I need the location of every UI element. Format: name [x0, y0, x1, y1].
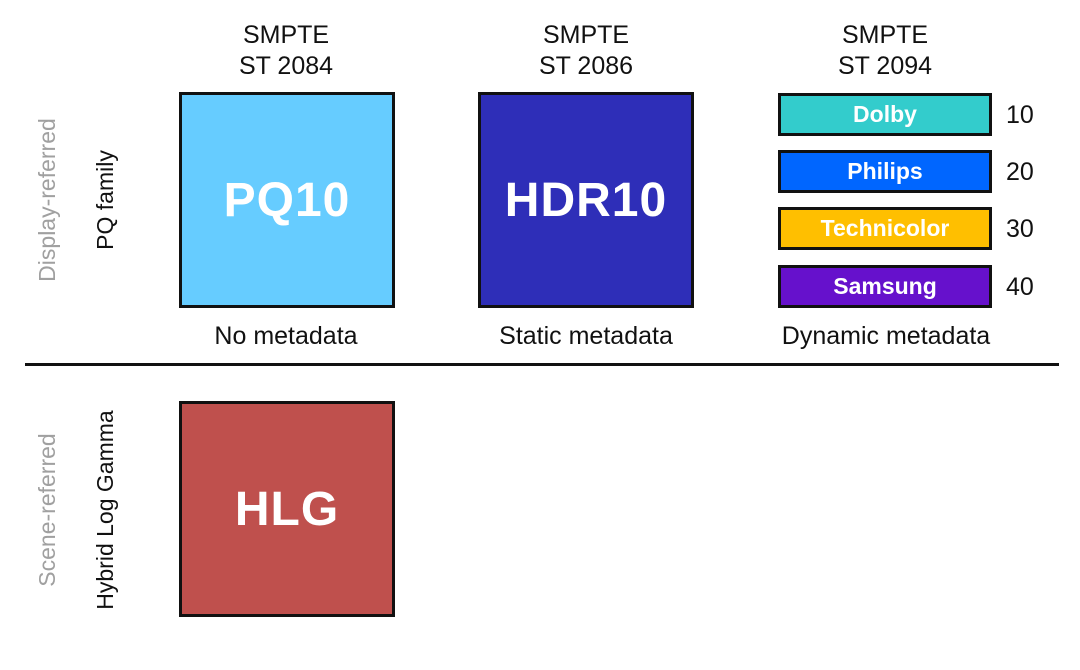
profile-number: 40: [1006, 273, 1034, 301]
hdr10-box: HDR10: [478, 92, 694, 308]
hdr10-label: HDR10: [504, 173, 668, 227]
profile-name: Philips: [847, 158, 923, 184]
profile-name: Samsung: [833, 273, 937, 299]
standard-org: SMPTE: [542, 21, 630, 49]
hlg-box: HLG: [179, 401, 395, 617]
hlg-label: HLG: [234, 482, 340, 536]
profile-technicolor: Technicolor: [778, 207, 992, 250]
profile-dolby: Dolby: [778, 93, 992, 136]
caption-no-metadata: No metadata: [214, 322, 358, 350]
profile-philips: Philips: [778, 150, 992, 193]
caption-dynamic-metadata: Dynamic metadata: [781, 322, 991, 350]
standard-number: ST 2084: [238, 52, 334, 80]
standard-org: SMPTE: [841, 21, 929, 49]
profile-number: 30: [1006, 215, 1034, 243]
pq-family-label: PQ family: [92, 150, 118, 250]
standard-label-st2094: SMPTE ST 2094: [785, 20, 985, 82]
standard-label-st2084: SMPTE ST 2084: [186, 20, 386, 82]
caption-static-metadata: Static metadata: [499, 322, 673, 350]
section-divider: [25, 363, 1059, 366]
scene-referred-label: Scene-referred: [34, 433, 60, 587]
standard-org: SMPTE: [242, 21, 330, 49]
standard-number: ST 2094: [837, 52, 933, 80]
profile-name: Dolby: [853, 101, 917, 127]
pq10-box: PQ10: [179, 92, 395, 308]
display-referred-label: Display-referred: [34, 118, 60, 282]
profile-number: 10: [1006, 101, 1034, 129]
profile-name: Technicolor: [820, 215, 950, 241]
standard-number: ST 2086: [538, 52, 634, 80]
pq10-label: PQ10: [223, 173, 351, 227]
standard-label-st2086: SMPTE ST 2086: [486, 20, 686, 82]
profile-number: 20: [1006, 158, 1034, 186]
hybrid-log-gamma-label: Hybrid Log Gamma: [92, 410, 118, 610]
profile-samsung: Samsung: [778, 265, 992, 308]
